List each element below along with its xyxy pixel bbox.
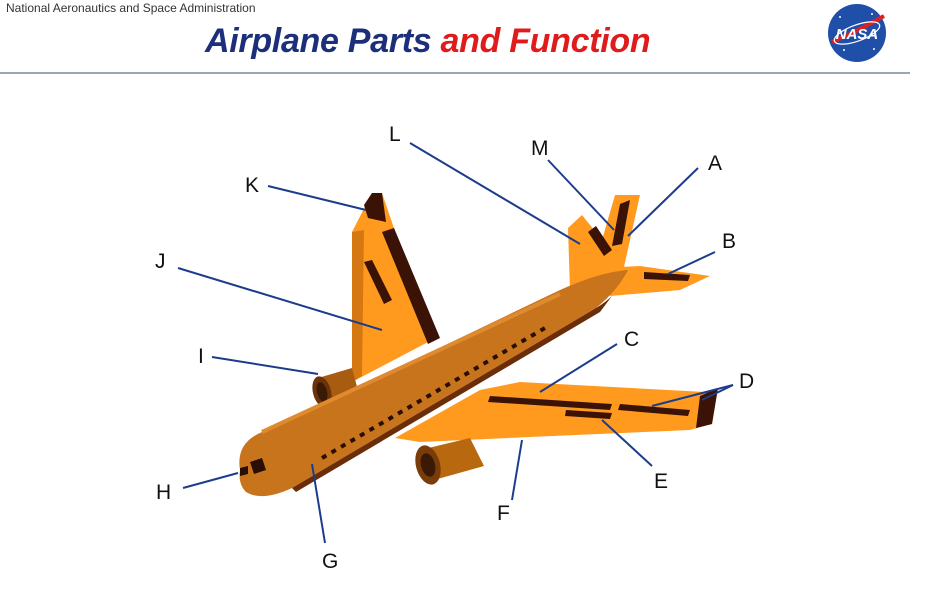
label-c: C: [624, 328, 639, 351]
leader-line-g: [311, 463, 326, 544]
leader-line-c: [539, 343, 618, 393]
left-wing: [352, 193, 440, 382]
horizontal-stabilizer: [600, 266, 710, 296]
leader-line-d2: [701, 384, 734, 401]
leader-line-m: [547, 159, 615, 231]
nasa-logo: NASA: [828, 4, 886, 62]
label-i: I: [198, 345, 204, 368]
label-j: J: [155, 250, 166, 273]
agency-name: National Aeronautics and Space Administr…: [6, 1, 256, 15]
right-engine: [415, 438, 484, 485]
leader-line-d1: [651, 384, 734, 407]
label-m: M: [531, 137, 549, 160]
label-l: L: [389, 123, 401, 146]
label-g: G: [322, 550, 338, 573]
leader-line-h: [182, 472, 239, 489]
label-d: D: [739, 370, 754, 393]
nasa-logo-text: NASA: [836, 26, 879, 43]
leader-line-l: [409, 142, 581, 245]
leader-line-i: [211, 356, 319, 375]
title-part-2: and Function: [440, 22, 651, 60]
leader-line-b: [667, 251, 716, 275]
label-e: E: [654, 470, 668, 493]
title-part-1: Airplane Parts: [205, 22, 432, 60]
right-wing: [395, 382, 718, 442]
leader-line-f: [511, 439, 523, 501]
label-a: A: [708, 152, 722, 175]
leader-line-j: [177, 267, 383, 331]
label-h: H: [156, 481, 171, 504]
leader-line-k: [267, 185, 367, 211]
label-b: B: [722, 230, 736, 253]
page-title: Airplane Parts and Function: [205, 22, 651, 61]
vertical-tail: [568, 195, 640, 290]
leader-lines: [177, 142, 734, 544]
label-k: K: [245, 174, 259, 197]
header-divider: [0, 72, 910, 74]
label-f: F: [497, 502, 510, 525]
leader-line-e: [601, 419, 653, 467]
leader-line-a: [627, 167, 699, 237]
fuselage: [239, 270, 628, 497]
part-labels: A B C D E F G H I J K L M: [155, 123, 754, 573]
